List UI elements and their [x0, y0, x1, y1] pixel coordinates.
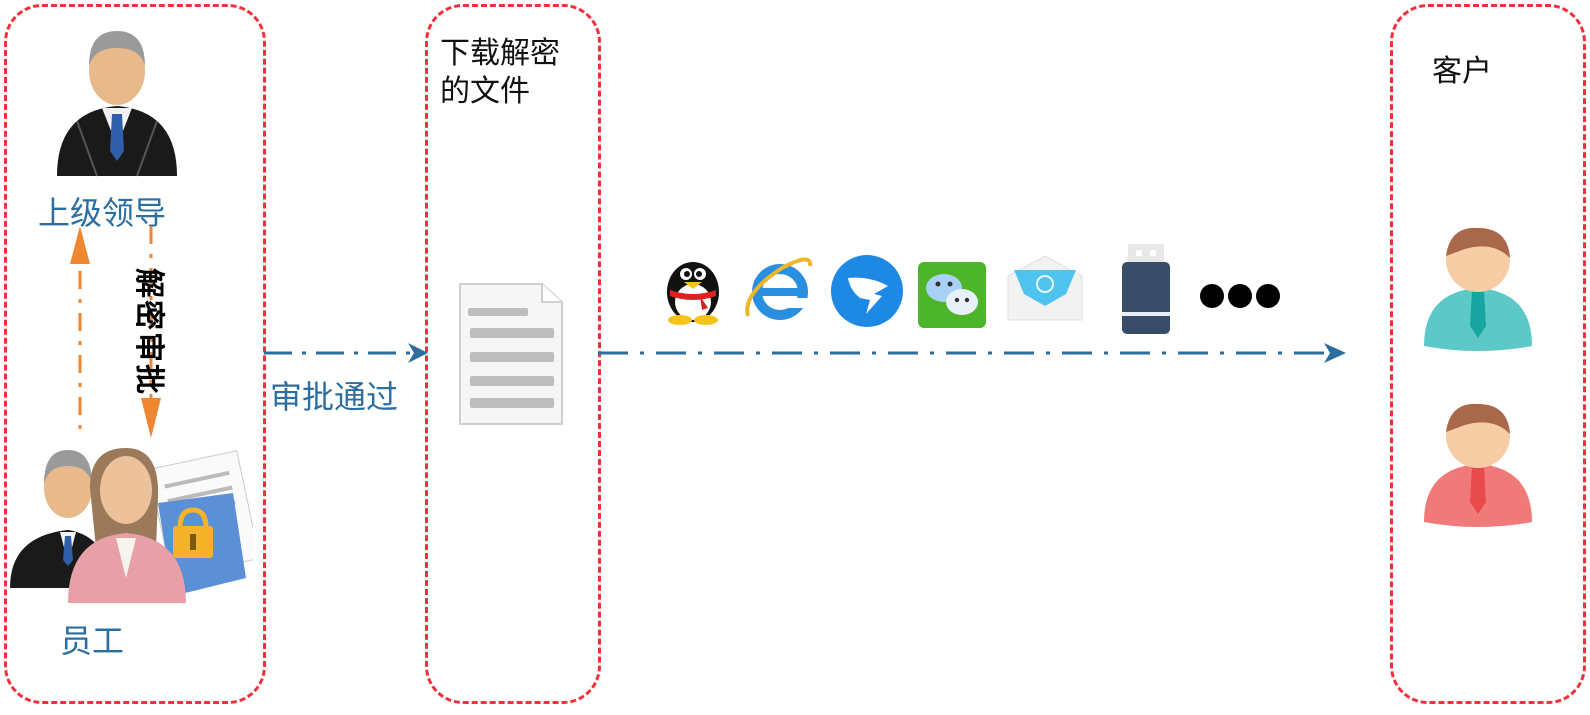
employee-group-icon [8, 448, 253, 608]
approval-down-arrow [139, 226, 163, 438]
qq-penguin-icon [656, 252, 730, 326]
customer-avatar-red-icon [1422, 402, 1534, 528]
approved-flow-arrow [264, 342, 430, 364]
download-title-line2: 的文件 [440, 74, 530, 109]
distribution-flow-arrow [598, 342, 1348, 364]
internet-explorer-icon [742, 254, 814, 326]
employee-label: 员工 [60, 622, 125, 660]
document-icon [458, 282, 566, 428]
decrypt-approval-vertical-label: 解密审批 [131, 268, 166, 396]
customer-lane [1390, 4, 1586, 704]
email-icon [1006, 254, 1084, 322]
ellipsis-icon [1198, 282, 1282, 310]
dingtalk-icon [830, 254, 904, 328]
leader-label: 上级领导 [38, 194, 167, 232]
leader-avatar-icon [52, 26, 182, 181]
customer-title: 客户 [1432, 54, 1492, 89]
approved-label: 审批通过 [270, 378, 399, 416]
download-title-line1: 下载解密 [440, 36, 560, 71]
usb-drive-icon [1120, 244, 1172, 336]
customer-avatar-teal-icon [1422, 226, 1534, 352]
wechat-icon [918, 262, 986, 328]
approval-up-arrow [68, 226, 92, 436]
